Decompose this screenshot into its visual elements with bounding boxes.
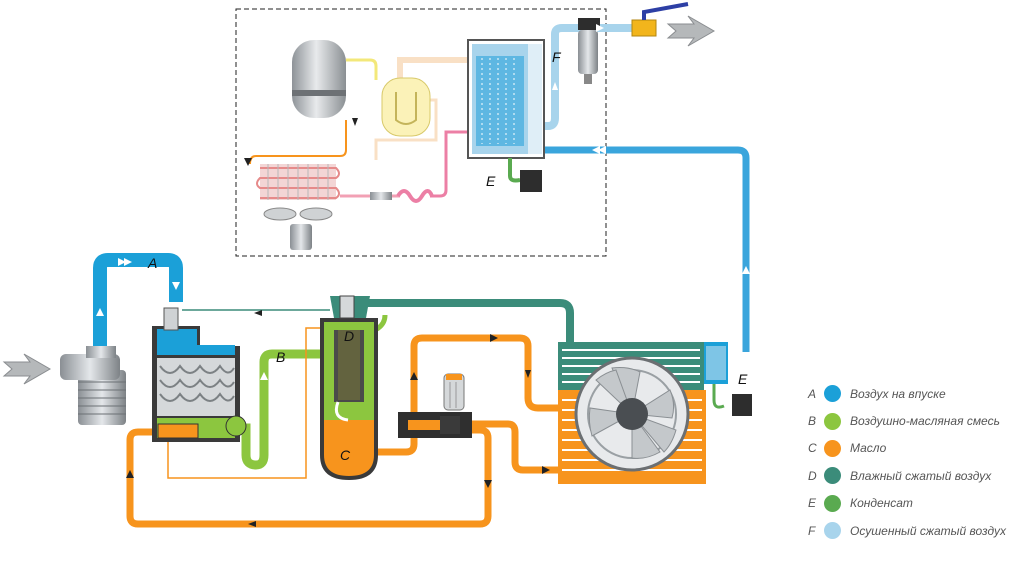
flow-arrows-dark <box>126 118 550 527</box>
oil-filter <box>443 373 465 411</box>
thermostatic-valve <box>398 412 472 438</box>
legend-label: Влажный сжатый воздух <box>850 468 992 483</box>
legend-swatch <box>824 522 841 540</box>
pipe-air-oil-mixture <box>236 349 330 470</box>
outlet-arrow-icon <box>666 15 716 47</box>
pipe-cool-air <box>538 146 750 352</box>
refrigerant-receiver <box>292 40 346 118</box>
legend-item-d: D Влажный сжатый воздух <box>808 462 1008 489</box>
legend-letter: E <box>808 496 817 511</box>
pipe-oil-to-filter <box>378 334 560 456</box>
legend-letter: B <box>808 414 817 429</box>
pipe-intake-air <box>93 253 183 350</box>
flow-arrows <box>96 24 750 380</box>
legend-letter: F <box>808 523 816 538</box>
label-e-cooler: E <box>738 371 748 387</box>
pipe-oil-cooler-return <box>472 420 560 474</box>
pipe-oil-return <box>126 426 492 528</box>
label-d: D <box>344 328 354 344</box>
label-c: C <box>340 447 351 463</box>
legend-swatch <box>824 467 841 485</box>
legend-swatch <box>824 494 841 512</box>
inlet-arrow-icon <box>2 353 52 385</box>
legend-item-b: B Воздушно-масляная смесь <box>808 407 1008 434</box>
pipe-thin-oil <box>167 327 330 479</box>
label-f: F <box>552 49 562 65</box>
outlet-filter <box>578 18 600 84</box>
legend-item-f: F Осушенный сжатый воздух <box>808 517 1008 544</box>
condenser-coil <box>256 164 340 200</box>
refrigerant-compressor <box>381 77 431 137</box>
legend-label: Осушенный сжатый воздух <box>850 523 1006 538</box>
legend-item-a: A Воздух на впуске <box>808 380 1008 407</box>
condenser-fan <box>263 207 333 250</box>
label-a: A <box>147 255 157 271</box>
legend-item-c: C Масло <box>808 435 1008 462</box>
legend-swatch <box>824 439 841 457</box>
legend-letter: C <box>808 441 817 456</box>
outlet-ball-valve <box>631 2 689 37</box>
legend-item-e: E Конденсат <box>808 490 1008 517</box>
legend-label: Масло <box>850 441 887 456</box>
capillary-coil <box>370 189 434 203</box>
legend-label: Конденсат <box>850 496 913 511</box>
legend-letter: A <box>808 386 817 401</box>
legend: A Воздух на впуске B Воздушно-масляная с… <box>808 380 1008 544</box>
air-to-air-heat-exchanger <box>467 39 545 159</box>
cooling-fan <box>574 356 690 472</box>
label-b: B <box>276 349 285 365</box>
cooler-water-separator <box>704 342 752 416</box>
label-e-dryer: E <box>486 173 496 189</box>
oil-separator <box>320 295 378 480</box>
legend-label: Воздух на впуске <box>850 386 946 401</box>
legend-swatch <box>824 385 841 403</box>
dryer-enclosure <box>235 8 607 257</box>
legend-swatch <box>824 412 841 430</box>
condensate-drain-dryer <box>508 158 542 192</box>
pipe-dried-air <box>538 24 640 130</box>
legend-letter: D <box>808 468 817 483</box>
pipe-wet-air <box>365 299 574 344</box>
compressor-element <box>152 307 247 442</box>
legend-label: Воздушно-масляная смесь <box>850 414 1000 429</box>
intake-filter <box>60 346 126 425</box>
